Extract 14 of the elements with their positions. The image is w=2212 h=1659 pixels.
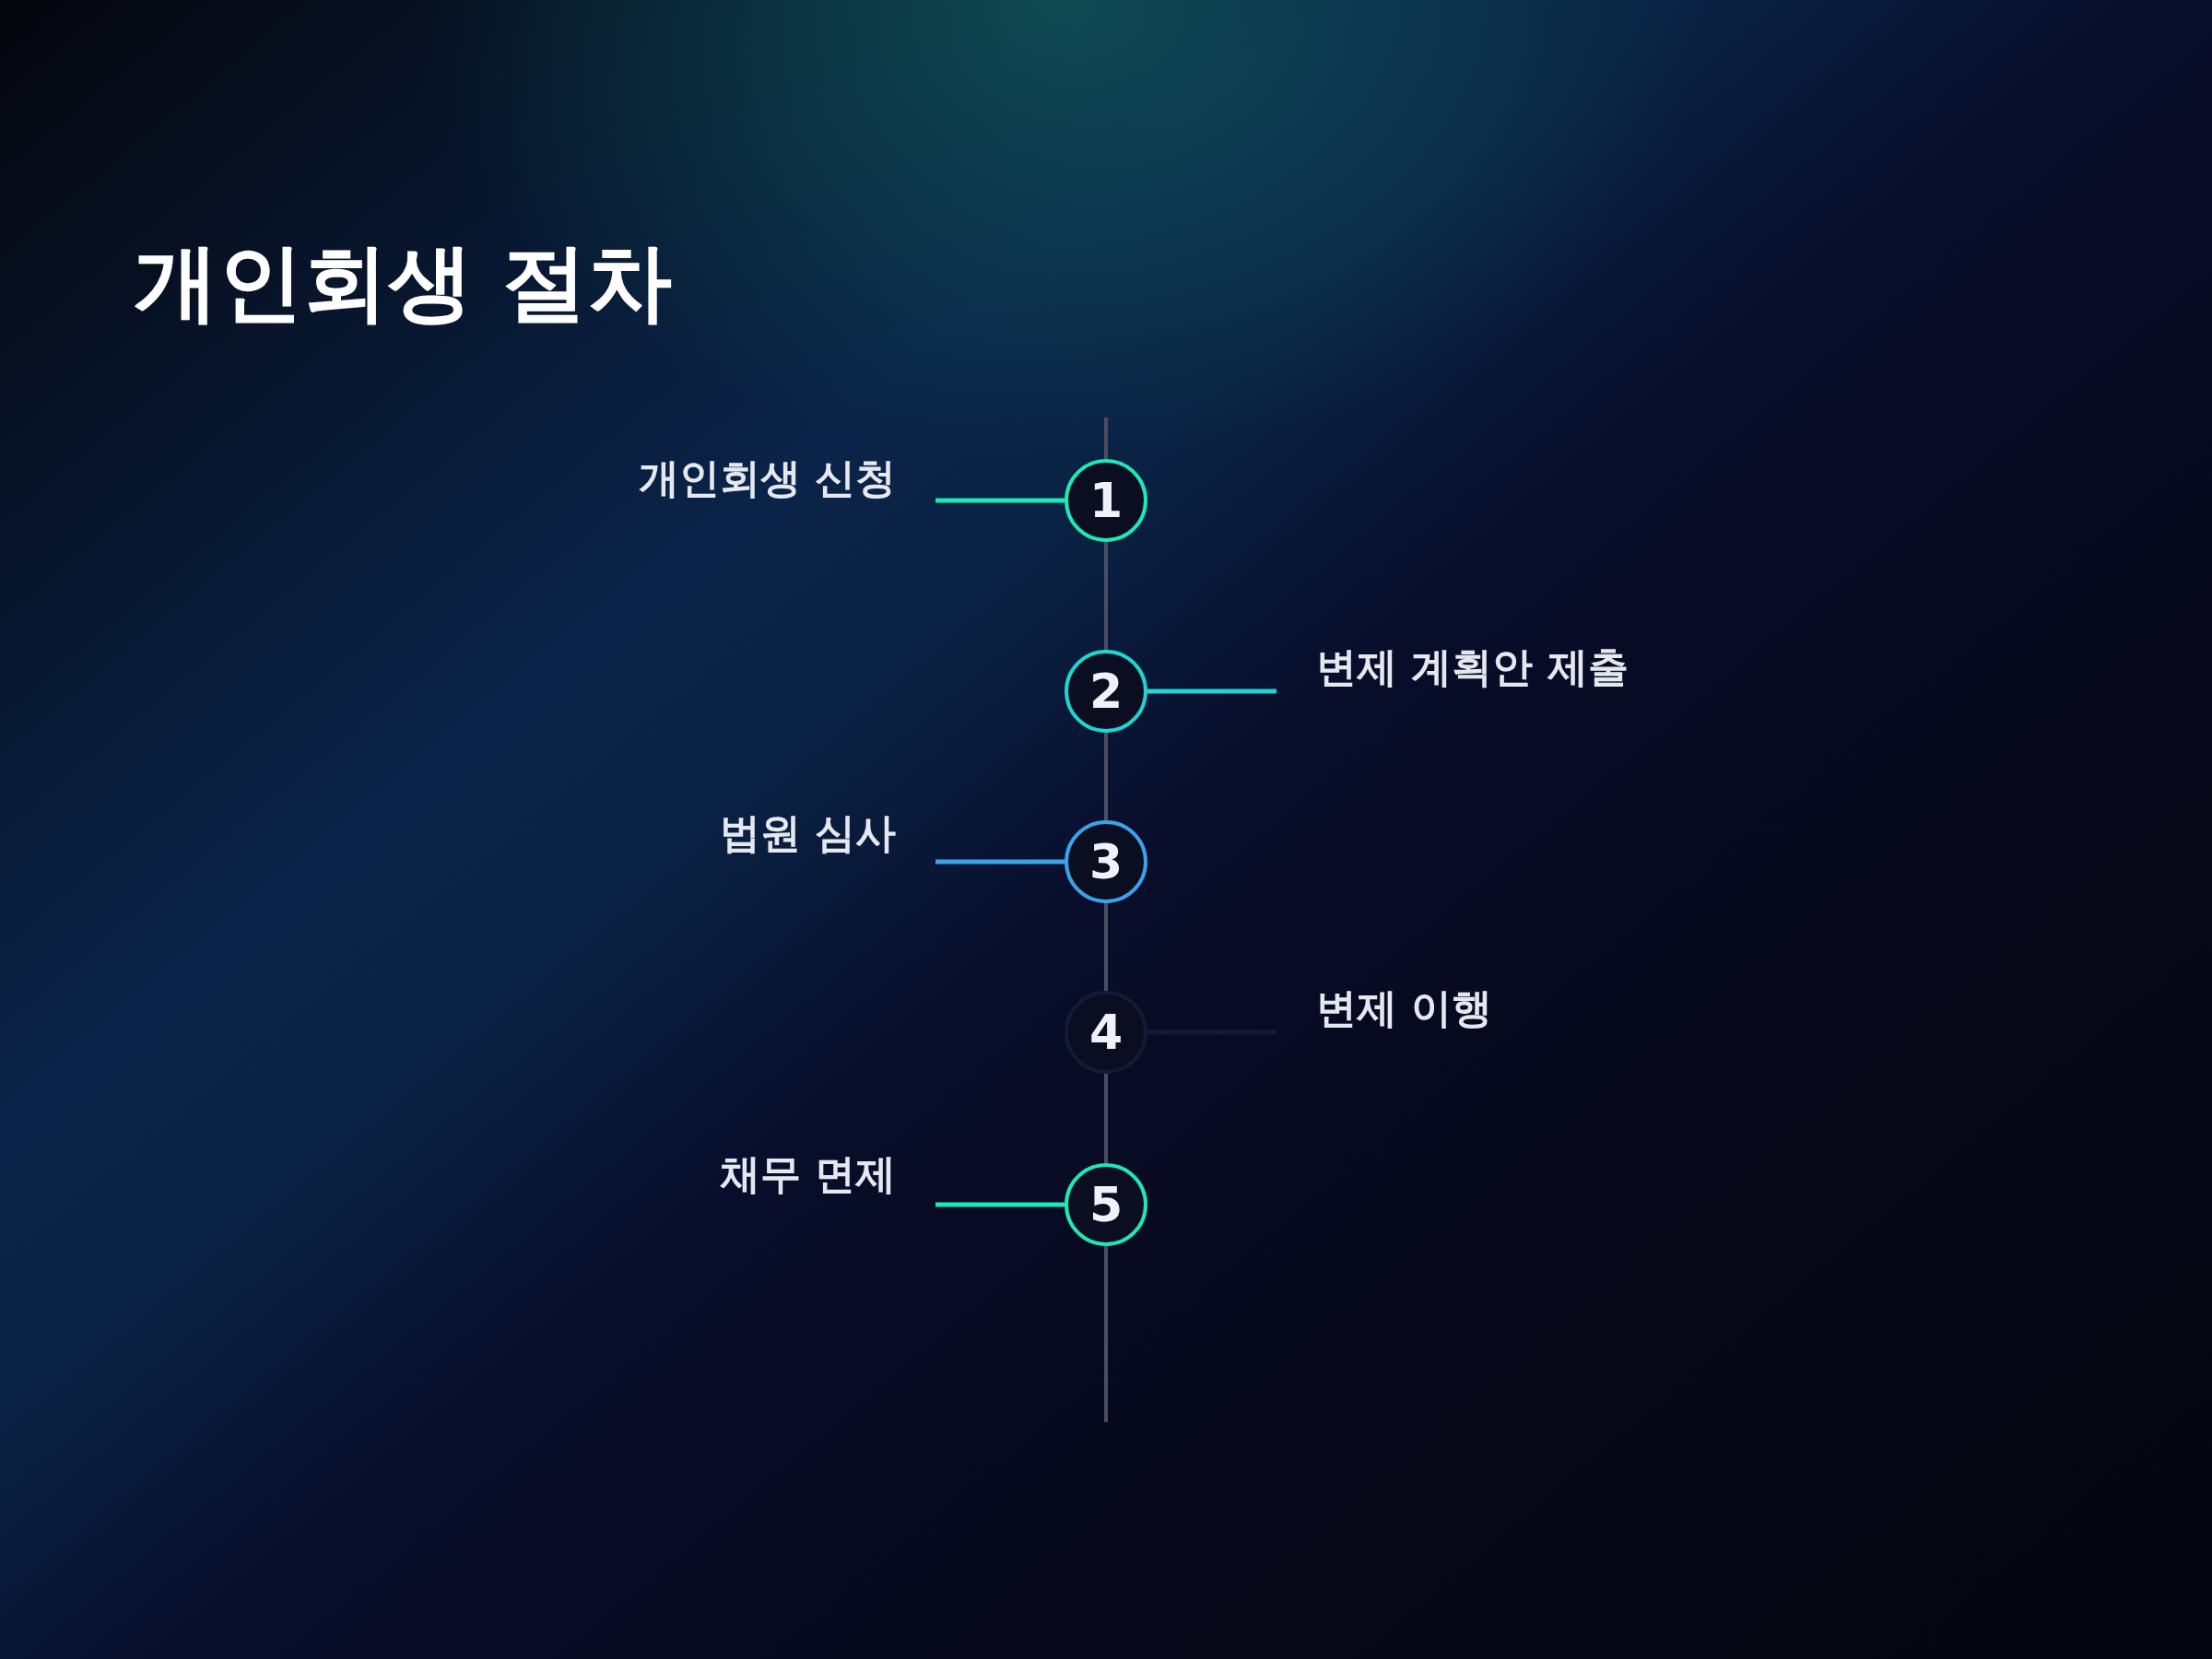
timeline-spine <box>1104 1074 1108 1163</box>
step-label: 변제 계획안 제출 <box>1316 642 1629 692</box>
timeline-spine <box>1104 733 1108 820</box>
leader-line <box>935 498 1065 503</box>
step-label: 채무 면제 <box>719 1149 896 1199</box>
leader-line <box>1147 688 1277 694</box>
leader-line <box>935 1202 1065 1207</box>
timeline-spine <box>1104 542 1108 650</box>
timeline-spine <box>1104 903 1108 991</box>
step-label: 개인회생 신청 <box>638 453 896 503</box>
leader-line <box>935 859 1065 865</box>
step-label: 법원 심사 <box>719 808 896 858</box>
title: 개인회생 절차 <box>134 232 673 334</box>
step-label: 변제 이행 <box>1316 983 1493 1033</box>
